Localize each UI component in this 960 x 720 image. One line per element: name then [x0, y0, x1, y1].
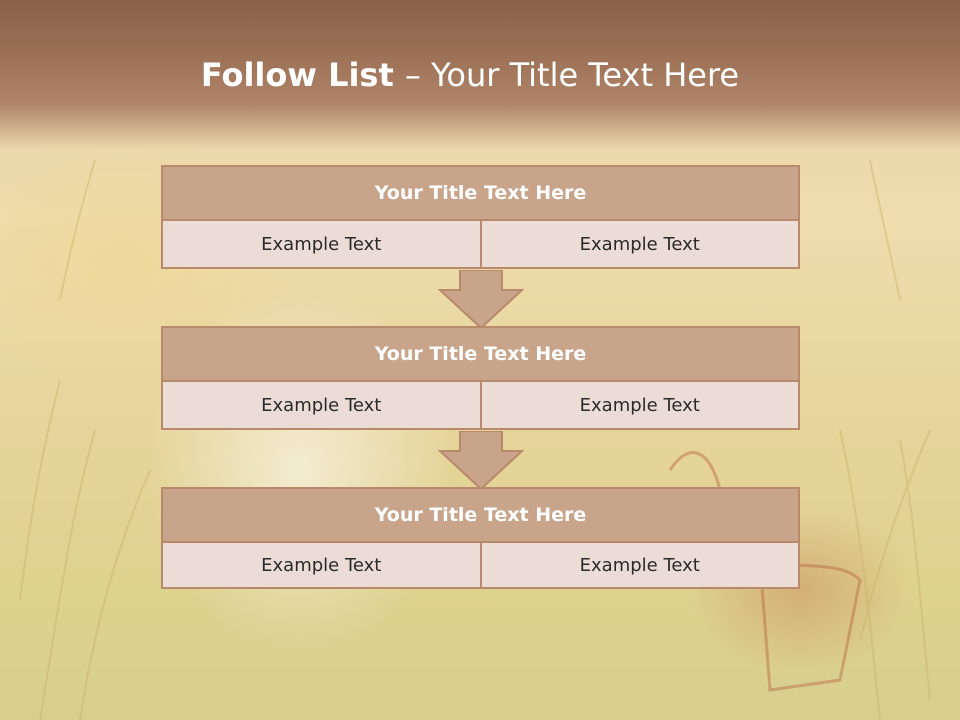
block-row: Example Text Example Text [161, 382, 800, 430]
block-cell-right: Example Text [481, 382, 800, 430]
list-block-1: Your Title Text Here Example Text Exampl… [161, 165, 800, 269]
title-bold: Follow List [200, 56, 405, 94]
down-arrow-icon [438, 270, 524, 330]
slide-title: Follow List – Your Title Text Here [0, 56, 940, 94]
down-arrow-icon [438, 431, 524, 491]
block-cell-right: Example Text [481, 543, 800, 589]
block-cell-left: Example Text [161, 382, 482, 430]
block-title: Your Title Text Here [161, 326, 800, 382]
block-cell-left: Example Text [161, 221, 482, 269]
block-row: Example Text Example Text [161, 543, 800, 589]
block-title: Your Title Text Here [161, 487, 800, 543]
list-block-3: Your Title Text Here Example Text Exampl… [161, 487, 800, 589]
block-title: Your Title Text Here [161, 165, 800, 221]
title-bar [0, 0, 960, 150]
block-cell-left: Example Text [161, 543, 482, 589]
block-row: Example Text Example Text [161, 221, 800, 269]
block-cell-right: Example Text [481, 221, 800, 269]
list-block-2: Your Title Text Here Example Text Exampl… [161, 326, 800, 430]
title-rest: – Your Title Text Here [404, 56, 740, 94]
